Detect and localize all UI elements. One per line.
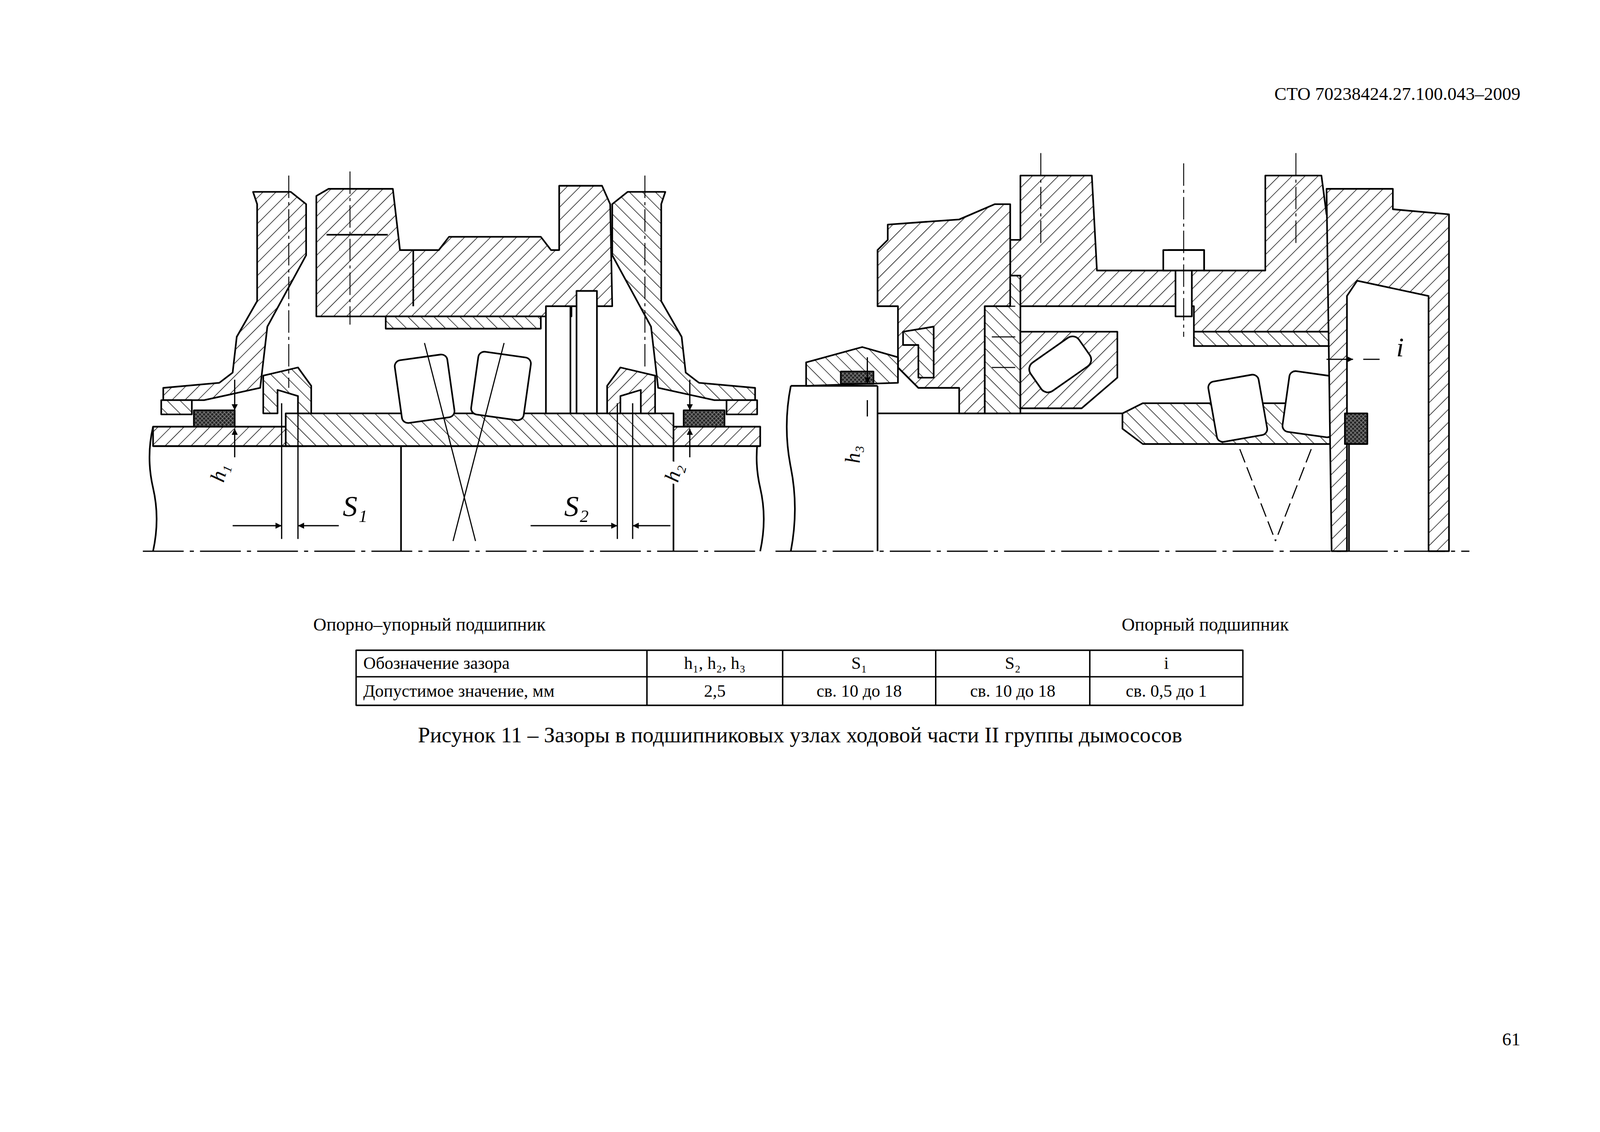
right-cover-part [607,192,758,427]
left-dimensions-part [530,524,618,527]
gap-label: h₂ [659,459,688,486]
left-dimensions-part [617,403,634,540]
left-housing-part [385,316,541,329]
left-dimensions-part [689,428,691,458]
table-cell: св. 0,5 до 1 [1125,681,1207,701]
bearing-drawing-part [142,153,1470,706]
left-dimensions-part [281,403,298,540]
radial-bearing-part [1239,448,1312,541]
left-bearing-part [424,342,505,541]
view-title: Опорно–упорный подшипник [313,614,546,635]
table-cell: 2,5 [703,681,726,701]
left-cover-part [193,410,235,427]
table-grid [356,649,1243,706]
left-cover-part [161,400,192,415]
left-dimensions-part [233,428,236,458]
right-end-cover-part [1326,188,1449,551]
right-housing-part [1010,175,1337,332]
left-sleeves-part [153,426,307,447]
left-bearing-part [545,306,571,414]
left-dimensions-part [233,379,236,411]
left-bearing-part [470,350,532,421]
right-shaft-part [775,550,1470,552]
thrust-bearing-part [1020,331,1118,409]
page-number: 61 [1501,1028,1521,1050]
right-housing [1010,153,1337,338]
right-dimensions-part [866,400,868,417]
left-housing-part [326,234,414,307]
left-dimensions-part [297,524,339,527]
right-shaft [775,385,1470,551]
left-cover-part [263,367,312,414]
right-end-cover [1326,188,1449,551]
right-dimensions [867,357,1380,417]
left-housing-part [316,185,613,317]
gap-label: S₁ [340,489,369,522]
right-end-cover-part [1345,413,1368,444]
right-left-cover-part [840,371,874,384]
right-left-cover-part [903,326,934,378]
right-dimensions-part [1326,358,1353,360]
thrust-bearing-part [992,306,1016,368]
table-cell: h₁, h₂, h₃ [684,653,746,673]
right-dimensions-part [1363,358,1380,360]
gap-label: h₃ [841,443,865,465]
right-dimensions-part [866,357,868,384]
right-shaft-part [877,385,1350,551]
right-cover [607,192,758,427]
left-dimensions-part [689,379,691,411]
radial-bearing [1122,331,1347,541]
document-code: СТО 70238424.27.100.043–2009 [1274,83,1521,104]
table-cell: Допустимое значение, мм [363,681,555,701]
left-dimensions [232,171,690,539]
gap-label: h₁ [205,459,234,486]
thrust-bearing-part [1026,332,1095,396]
left-bearing-part [576,290,598,414]
table-cell: св. 10 до 18 [816,681,902,701]
left-shaft-part [142,550,761,552]
right-shaft-part [786,385,795,551]
table-cell: Обозначение зазора [363,653,510,673]
radial-bearing-part [1194,331,1337,346]
right-left-cover-part [805,347,898,386]
left-bearing-part [394,353,456,424]
left-dimensions-part [632,524,671,527]
figure-caption: Рисунок 11 – Зазоры в подшипниковых узла… [417,722,1183,747]
left-bearing [394,290,598,541]
view-title: Опорный подшипник [1121,614,1289,635]
gap-label: i [1394,332,1406,363]
table-grid-part [356,649,1243,706]
left-dimensions-part [288,171,645,388]
table-cell: S₂ [1004,653,1021,673]
gap-label: S₂ [562,489,591,522]
right-left-cover [805,203,1010,414]
left-dimensions-part [232,524,282,527]
table-grid-part [356,675,1243,678]
left-sleeves [153,413,761,447]
table-cell: S₁ [851,653,868,673]
radial-bearing-part [1207,373,1268,443]
table-grid-part [646,649,1090,706]
table-cell: св. 10 до 18 [970,681,1056,701]
left-sleeves-part [285,413,674,447]
right-housing-part [1040,153,1296,338]
left-cover-part [163,192,307,400]
table-cell: i [1163,653,1169,673]
